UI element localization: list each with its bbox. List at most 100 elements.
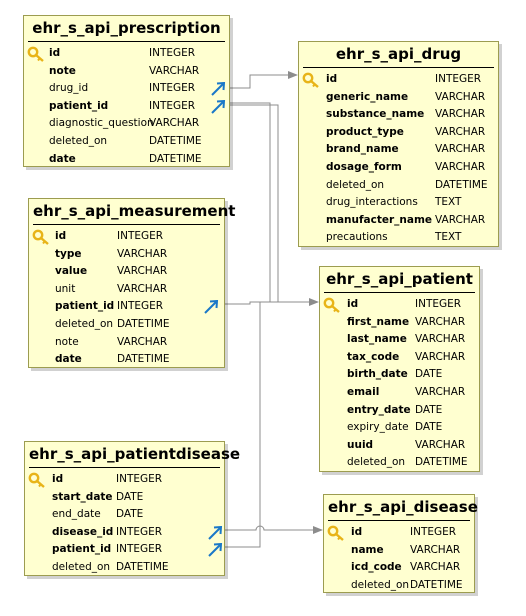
field-type: DATE	[415, 421, 443, 434]
table-title: ehr_s_api_prescription	[28, 16, 225, 42]
field-type: DATETIME	[149, 152, 202, 165]
field-name: entry_date	[347, 403, 411, 416]
line-prescription-patient	[229, 102, 271, 302]
foreign-key-arrow-icon	[211, 99, 226, 114]
field-name: type	[55, 247, 82, 260]
field-type: DATE	[116, 508, 144, 521]
field-name: precautions	[326, 231, 388, 244]
field-type: VARCHAR	[149, 117, 200, 130]
table-title: ehr_s_api_patient	[324, 267, 475, 293]
field-name: date	[55, 353, 82, 366]
field-type: DATETIME	[117, 317, 170, 330]
field-name: patient_id	[55, 300, 115, 313]
field-name: first_name	[347, 315, 410, 328]
field-row[interactable]: date DATETIME	[29, 351, 224, 369]
field-name: unit	[55, 282, 76, 295]
field-type: INTEGER	[410, 526, 457, 538]
field-type: DATETIME	[117, 353, 170, 366]
field-type: VARCHAR	[435, 160, 486, 173]
field-name: id	[347, 298, 359, 310]
field-type: VARCHAR	[117, 247, 168, 260]
field-row[interactable]: patient_id INTEGER	[24, 98, 229, 116]
field-row[interactable]: id INTEGER	[324, 524, 474, 542]
field-type: VARCHAR	[435, 143, 486, 156]
field-type: INTEGER	[116, 543, 163, 556]
foreign-key-arrow-icon	[208, 525, 223, 540]
primary-key-icon	[27, 46, 44, 62]
field-name: patient_id	[49, 99, 109, 112]
field-type: INTEGER	[149, 99, 196, 112]
field-type: VARCHAR	[435, 90, 486, 103]
field-type: VARCHAR	[435, 125, 486, 138]
field-name: id	[52, 473, 64, 485]
line-patientdisease-patient	[224, 302, 261, 548]
field-name: diagnostic_question	[49, 117, 154, 130]
field-name: manufacter_name	[326, 213, 433, 226]
field-type: VARCHAR	[415, 333, 466, 346]
table-title: ehr_s_api_disease	[328, 495, 478, 521]
field-name: icd_code	[351, 561, 402, 574]
field-name: id	[351, 526, 363, 538]
field-name: deleted_on	[347, 456, 406, 469]
field-row[interactable]: type VARCHAR	[29, 246, 224, 264]
field-type: TEXT	[435, 196, 462, 209]
field-name: value	[55, 265, 88, 278]
primary-key-icon	[28, 472, 45, 488]
table-title: ehr_s_api_measurement	[33, 199, 235, 225]
field-name: deleted_on	[326, 178, 385, 191]
field-name: birth_date	[347, 368, 408, 381]
